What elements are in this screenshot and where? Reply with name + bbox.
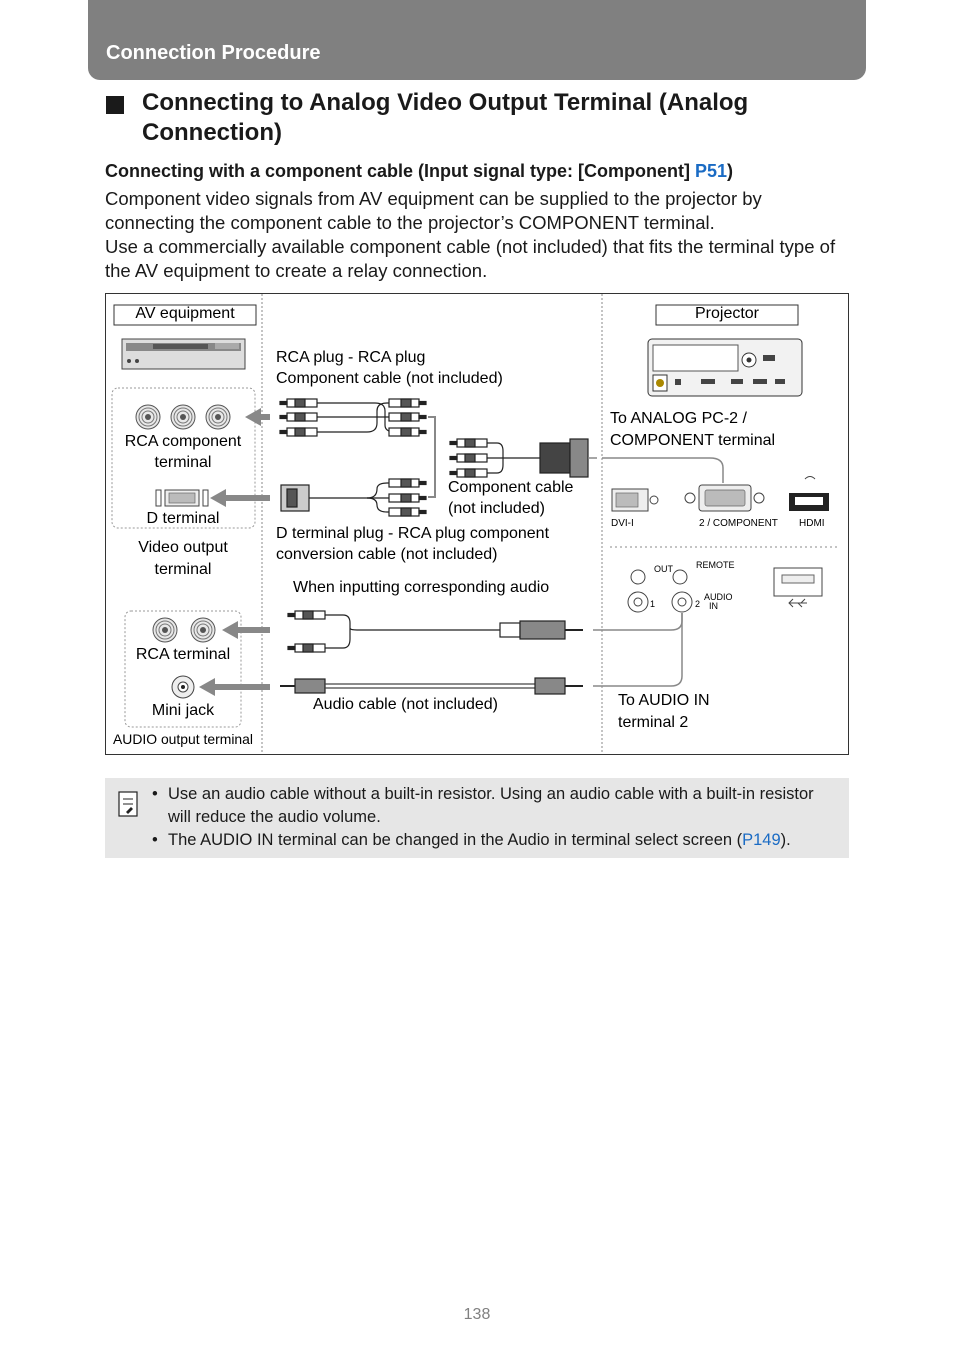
direction-arrows (199, 408, 270, 696)
audio-heading: When inputting corresponding audio (293, 579, 549, 596)
av-equipment-label: AV equipment (135, 305, 235, 322)
rca-component-jacks (135, 404, 231, 430)
mini-to-mini-cable-icon (280, 677, 583, 695)
paragraph: Component video signals from AV equipmen… (105, 188, 762, 233)
rca-audio-jacks (152, 617, 216, 643)
dvi-port-label: DVI-I (611, 518, 634, 529)
video-output-label-2: terminal (155, 561, 212, 578)
audio-port-panel-icon (627, 567, 823, 613)
subheading-close: ) (727, 161, 734, 181)
rca-cable-label-2: Component cable (not included) (276, 370, 503, 387)
note-box: Use an audio cable without a built-in re… (105, 778, 849, 858)
projector-icon (647, 338, 803, 397)
audio-in-label-2: IN (709, 601, 718, 611)
memo-icon (118, 791, 138, 817)
page-link-p51[interactable]: P51 (695, 161, 728, 181)
hdmi-port-label: HDMI (799, 518, 825, 529)
chapter-title: Connection Procedure (106, 42, 321, 64)
d-cable-label-2: conversion cable (not included) (276, 546, 497, 563)
note-item: Use an audio cable without a built-in re… (150, 783, 840, 829)
to-analog-label: To ANALOG PC-2 / (610, 410, 747, 427)
mini-jack-icon (171, 675, 195, 699)
d-cable-label: D terminal plug - RCA plug component (276, 525, 550, 542)
heading-bullet-icon (106, 96, 124, 114)
note-close: ). (780, 831, 791, 849)
component-vga-port-icon (684, 484, 765, 512)
connection-diagram: AV equipment RCA component terminal D te… (105, 293, 849, 755)
section-title: Connecting to Analog Video Output Termin… (142, 89, 749, 146)
d-terminal-label: D terminal (147, 510, 220, 527)
audio-in-1-label: 1 (650, 599, 655, 609)
chapter-header: Connection Procedure (88, 0, 866, 80)
rca-component-label-2: terminal (155, 454, 212, 471)
rca-component-label: RCA component (125, 433, 242, 450)
out-port-label: OUT (654, 564, 674, 574)
subheading: Connecting with a component cable (Input… (105, 161, 733, 182)
audio-output-terminal-label: AUDIO output terminal (113, 731, 253, 747)
usb-icon (788, 598, 807, 608)
paragraph: Use a commercially available component c… (105, 236, 836, 281)
note-text: The AUDIO IN terminal can be changed in … (168, 831, 743, 849)
projector-label: Projector (695, 305, 760, 322)
rca-component-cable-icon (279, 398, 427, 437)
d-terminal-cable-icon (280, 478, 427, 517)
video-output-label: Video output (138, 539, 228, 556)
hdmi-port-icon (789, 476, 829, 511)
rca-terminal-label: RCA terminal (136, 646, 230, 663)
dvi-port-icon (611, 488, 659, 512)
page-number: 138 (463, 1306, 491, 1323)
notes-list: Use an audio cable without a built-in re… (150, 783, 840, 852)
rca-cable-label: RCA plug - RCA plug (276, 349, 425, 366)
projector-label-box (655, 304, 799, 326)
av-equipment-label-box (113, 304, 257, 326)
component-cable-label: Component cable (448, 479, 574, 496)
audio-in-label: AUDIO (704, 592, 733, 602)
audio-in-2-label: 2 (695, 599, 700, 609)
to-audio-label-2: terminal 2 (618, 714, 688, 731)
body-text: Component video signals from AV equipmen… (105, 187, 845, 283)
audio-cable-label: Audio cable (not included) (313, 696, 498, 713)
rca-to-mini-cable-icon (287, 610, 583, 653)
to-analog-label-2: COMPONENT terminal (610, 432, 775, 449)
to-audio-label: To AUDIO IN (618, 692, 710, 709)
d-terminal-port-icon (155, 489, 209, 507)
remote-port-label: REMOTE (696, 560, 735, 570)
component-cable-label-2: (not included) (448, 500, 545, 517)
mini-jack-label: Mini jack (152, 702, 215, 719)
av-player-icon (121, 338, 246, 370)
subheading-text: Connecting with a component cable (Input… (105, 161, 695, 181)
component-port-label: 2 / COMPONENT (699, 518, 778, 529)
page-link-p149[interactable]: P149 (742, 831, 781, 849)
note-item: The AUDIO IN terminal can be changed in … (150, 829, 840, 852)
